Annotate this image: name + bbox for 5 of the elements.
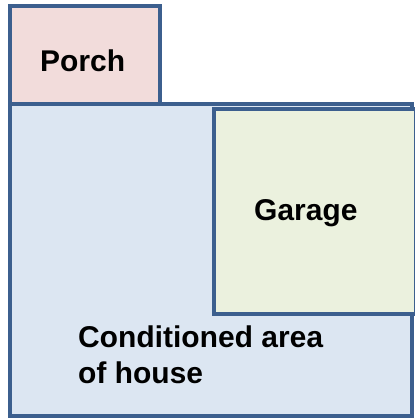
room-area	[8, 102, 414, 418]
room-label: Garage	[254, 193, 358, 229]
room-label: Conditioned area of house	[78, 320, 324, 392]
room-label: Porch	[40, 44, 126, 80]
room-area	[212, 107, 415, 316]
